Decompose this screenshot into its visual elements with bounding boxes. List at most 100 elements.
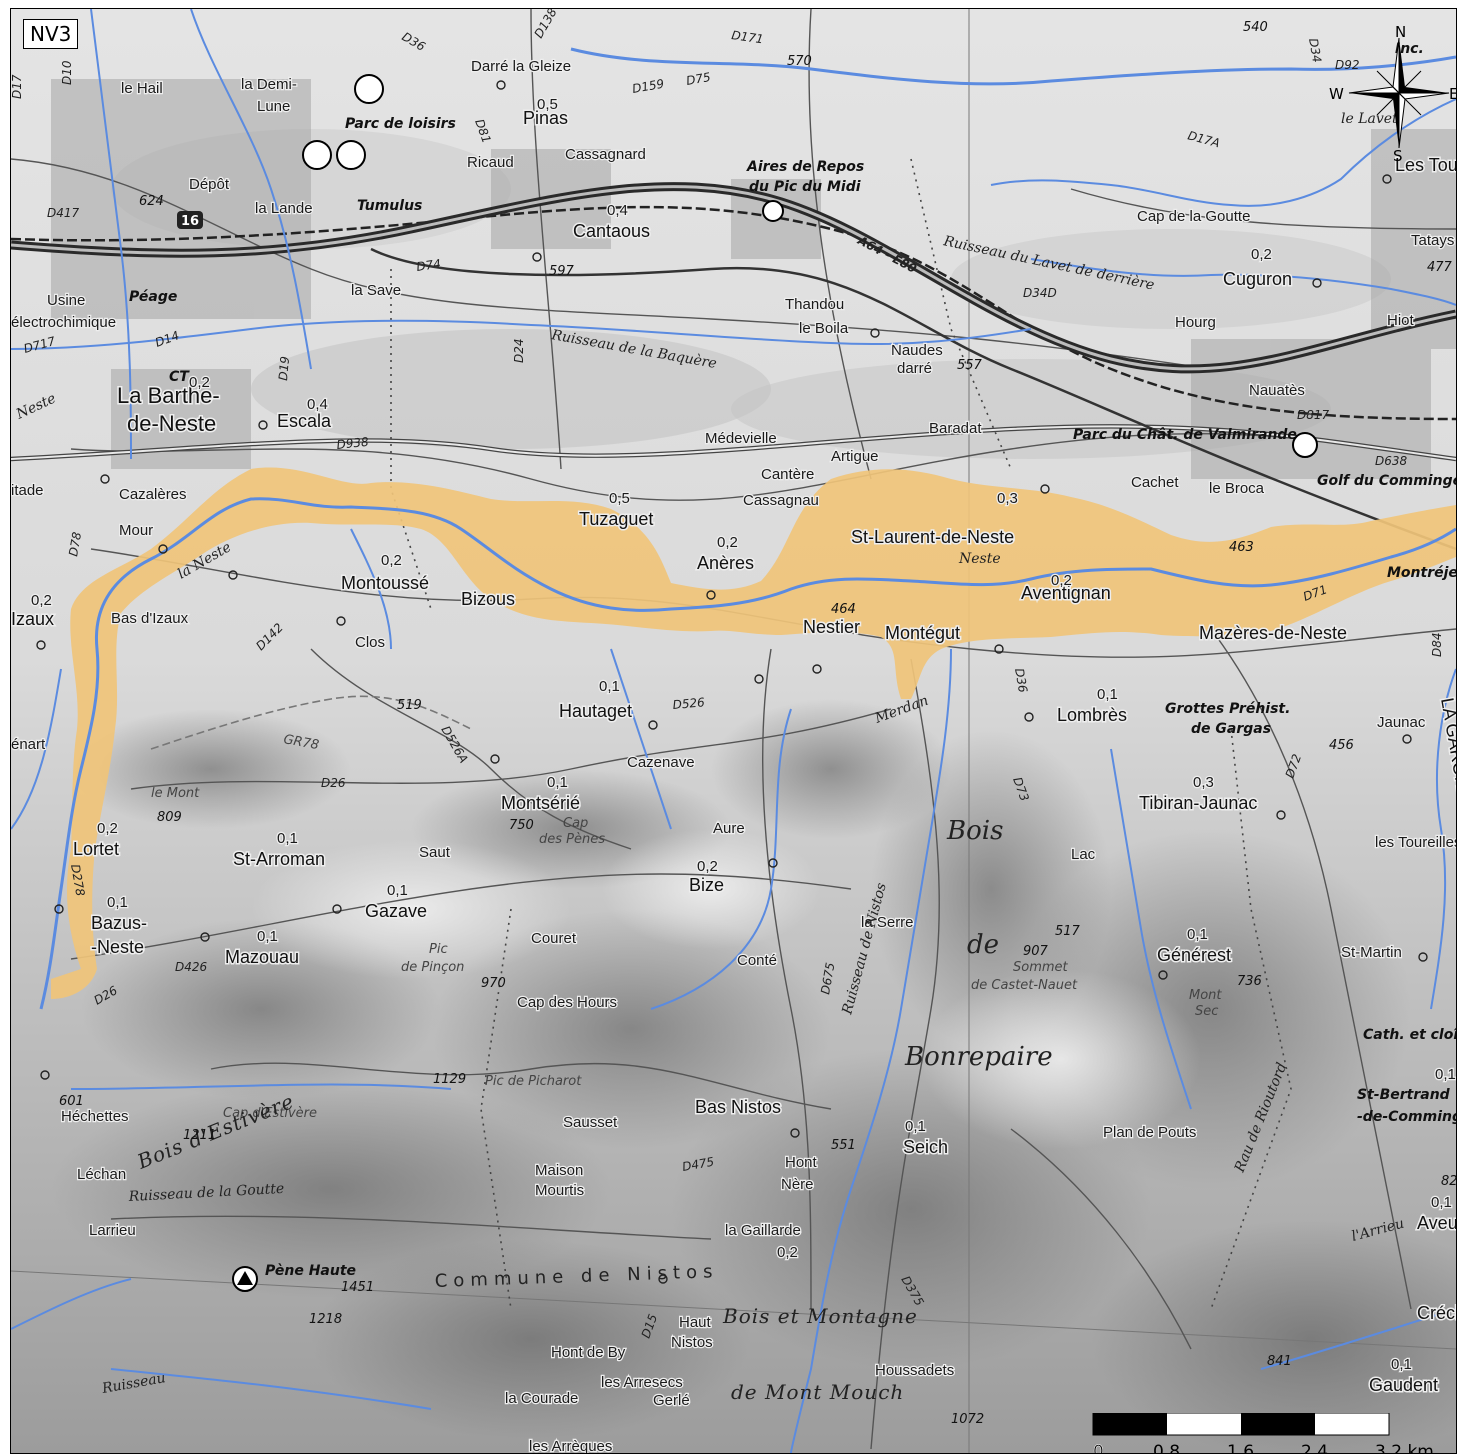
scale-bar: 0 0.8 1.6 2.4 3.2 km bbox=[1092, 1413, 1434, 1454]
label-aveux: Aveux bbox=[1417, 1213, 1456, 1233]
label-les-toureilles: les Toureilles bbox=[1375, 834, 1456, 851]
neste-valley-highlight bbox=[51, 467, 1456, 999]
map-frame[interactable]: le Hail la Demi- Lune Parc de loisirs Dé… bbox=[10, 8, 1457, 1454]
label-altitude: 841 bbox=[1267, 1354, 1292, 1369]
label-aure: Aure bbox=[713, 820, 745, 837]
label-population: 0,1 bbox=[599, 678, 620, 695]
label-darre-la-gleize: Darré la Gleize bbox=[471, 58, 571, 75]
label-population: 0,2 bbox=[97, 820, 118, 837]
label-road: D10 bbox=[60, 60, 74, 85]
label-usine: Usine bbox=[47, 292, 85, 309]
label-sausset: Sausset bbox=[563, 1114, 618, 1131]
label-cazaleres: Cazalères bbox=[119, 486, 187, 503]
label-road: D17 bbox=[11, 74, 24, 99]
label-population: 0,1 bbox=[387, 882, 408, 899]
label-gr78: GR78 bbox=[282, 732, 320, 753]
label-altitude: 463 bbox=[1229, 540, 1254, 555]
label-montegut: Montégut bbox=[885, 623, 960, 643]
label-le-boila: le Boila bbox=[799, 320, 849, 337]
label-population: 0,2 bbox=[697, 858, 718, 875]
label-grottes-1: Grottes Préhist. bbox=[1165, 701, 1290, 717]
label-road: D171 bbox=[731, 28, 765, 46]
compass-n: N bbox=[1395, 23, 1406, 41]
label-cassagnau: Cassagnau bbox=[743, 492, 819, 509]
label-population: 0,1 bbox=[547, 774, 568, 791]
label-montrejeau: Montréjeau bbox=[1387, 565, 1456, 581]
label-lortet: Lortet bbox=[73, 839, 119, 859]
label-itade: itade bbox=[11, 482, 44, 499]
label-bazus-2: -Neste bbox=[91, 937, 144, 957]
label-altitude: 907 bbox=[1023, 944, 1049, 959]
summit-symbol bbox=[232, 1266, 258, 1292]
label-cuguron: Cuguron bbox=[1223, 269, 1292, 289]
label-gerle: Gerlé bbox=[653, 1392, 690, 1409]
compass-e: E bbox=[1449, 85, 1457, 103]
label-ricaud: Ricaud bbox=[467, 154, 514, 171]
label-road: D426 bbox=[175, 960, 208, 974]
label-nauates: Nauatès bbox=[1249, 382, 1305, 399]
label-altitude: 1072 bbox=[951, 1412, 984, 1427]
label-houssadets: Houssadets bbox=[875, 1362, 954, 1379]
label-road: D84 bbox=[1430, 632, 1444, 657]
label-bois-montagne: Bois et Montagne bbox=[722, 1304, 918, 1328]
label-grottes-2: de Gargas bbox=[1191, 721, 1271, 737]
label-population: 0,1 bbox=[1435, 1066, 1456, 1083]
label-jaunac: Jaunac bbox=[1377, 714, 1426, 731]
hillshade bbox=[51, 129, 1456, 1453]
label-altitude: 517 bbox=[1055, 924, 1081, 939]
label-population: 0,1 bbox=[1431, 1194, 1452, 1211]
label-generest: Générest bbox=[1157, 945, 1231, 965]
label-cath: Cath. et cloître bbox=[1363, 1027, 1456, 1043]
label-pic-pincon-1: Pic bbox=[429, 942, 448, 957]
label-pic-picharot: Pic de Picharot bbox=[485, 1074, 582, 1089]
scale-label-3: 2.4 bbox=[1301, 1442, 1328, 1454]
label-bois-de-1: Bois bbox=[946, 816, 1003, 846]
scale-label-2: 1.6 bbox=[1227, 1442, 1254, 1454]
label-road: D817 bbox=[1297, 408, 1330, 422]
topographic-map[interactable]: le Hail la Demi- Lune Parc de loisirs Dé… bbox=[11, 9, 1456, 1453]
label-tuzaguet: Tuzaguet bbox=[579, 509, 653, 529]
label-road: D75 bbox=[685, 70, 712, 88]
label-altitude: 624 bbox=[139, 194, 164, 209]
label-la-courade: la Courade bbox=[505, 1390, 578, 1407]
label-gazave: Gazave bbox=[365, 901, 427, 921]
label-st-martin: St-Martin bbox=[1341, 944, 1402, 961]
label-plan-pouts: Plan de Pouts bbox=[1103, 1124, 1196, 1141]
label-road: D26 bbox=[321, 776, 346, 790]
label-population: 0,2 bbox=[1251, 246, 1272, 263]
label-hont-nere-2: Nère bbox=[781, 1176, 814, 1193]
label-la-lande: la Lande bbox=[255, 200, 313, 217]
label-population: 0,2 bbox=[777, 1244, 798, 1261]
label-population: 0,1 bbox=[257, 928, 278, 945]
label-population: 0,5 bbox=[609, 490, 630, 507]
label-bizous: Bizous bbox=[461, 589, 515, 609]
label-bonrepaire: Bonrepaire bbox=[904, 1042, 1053, 1072]
label-hiot: Hiot bbox=[1387, 312, 1415, 329]
label-tibiran: Tibiran-Jaunac bbox=[1139, 793, 1257, 813]
label-pic-pincon-2: de Pinçon bbox=[401, 960, 464, 975]
label-bois-de-2: de bbox=[967, 930, 999, 960]
label-population: 0,1 bbox=[277, 830, 298, 847]
label-altitude: 1211 bbox=[183, 1128, 216, 1143]
population-labels: 0,5 0,4 0,2 0,4 0,5 0,2 0,2 0,2 0,2 0,1 … bbox=[30, 95, 1456, 1375]
label-le-mont: le Mont bbox=[151, 786, 200, 801]
label-population: 0,2 bbox=[381, 552, 402, 569]
label-altitude: 464 bbox=[831, 602, 856, 617]
exit-marker: 16 bbox=[177, 211, 203, 229]
label-aneres: Anères bbox=[697, 553, 754, 573]
leisure-symbols bbox=[302, 74, 1318, 458]
label-population: 0,2 bbox=[189, 374, 210, 391]
label-road: D417 bbox=[47, 206, 80, 220]
label-pinas: Pinas bbox=[523, 108, 568, 128]
label-medevielle: Médevielle bbox=[705, 430, 777, 447]
label-la-save: la Save bbox=[351, 282, 401, 299]
label-altitude: 519 bbox=[397, 698, 422, 713]
label-cap-penes-2: des Pènes bbox=[539, 832, 605, 847]
label-population: 0,4 bbox=[607, 202, 628, 219]
label-road: D36 bbox=[1012, 667, 1030, 694]
label-altitude: 82 bbox=[1441, 1174, 1456, 1189]
compass-s: S bbox=[1393, 147, 1403, 161]
label-altitude: 601 bbox=[59, 1094, 84, 1109]
church-symbols bbox=[36, 80, 1428, 1284]
main-roads bbox=[11, 247, 1456, 551]
